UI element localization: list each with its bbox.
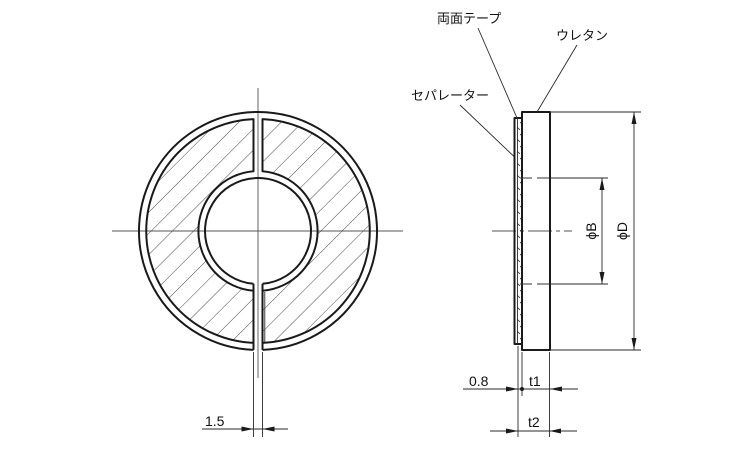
urethane-thickness-label: t1 <box>529 373 541 389</box>
arrow-right-icon <box>506 428 518 434</box>
left-hatched-section <box>145 118 255 344</box>
slot-width-value: 1.5 <box>205 413 225 429</box>
arrow-left-icon <box>262 426 275 432</box>
separator-layer <box>513 117 523 345</box>
outer-diameter-label: ϕD <box>614 222 630 240</box>
arrow-left-icon <box>549 428 561 434</box>
dimension-dot <box>520 387 524 391</box>
outer-edge <box>138 110 378 351</box>
separator-thickness-value: 0.8 <box>469 373 489 389</box>
callout-separator: セパレーター <box>411 89 489 104</box>
side-view: ϕB ϕD 0.8 t1 t2 両面テープ ウレタン セパレーター <box>411 12 641 437</box>
arrow-left-icon <box>550 386 562 392</box>
total-thickness-label: t2 <box>528 414 540 430</box>
arrow-right-icon <box>241 426 254 432</box>
right-hatched-section <box>261 118 371 344</box>
arrow-down-icon <box>631 338 637 350</box>
inner-hole-edge <box>204 176 312 285</box>
leader-urethane <box>536 44 578 113</box>
tape-hatch <box>517 118 522 344</box>
leader-double-sided-tape <box>477 27 518 119</box>
leader-separator <box>459 104 515 158</box>
callout-urethane: ウレタン <box>556 29 608 44</box>
inner-diameter-label: ϕB <box>583 222 599 239</box>
arrow-down-icon <box>599 272 605 284</box>
front-view: 1.5 <box>112 88 403 437</box>
arrow-up-icon <box>599 178 605 190</box>
arrow-right-icon <box>506 386 518 392</box>
arrow-up-icon <box>631 112 637 124</box>
callout-double-sided-tape: 両面テープ <box>437 12 501 27</box>
